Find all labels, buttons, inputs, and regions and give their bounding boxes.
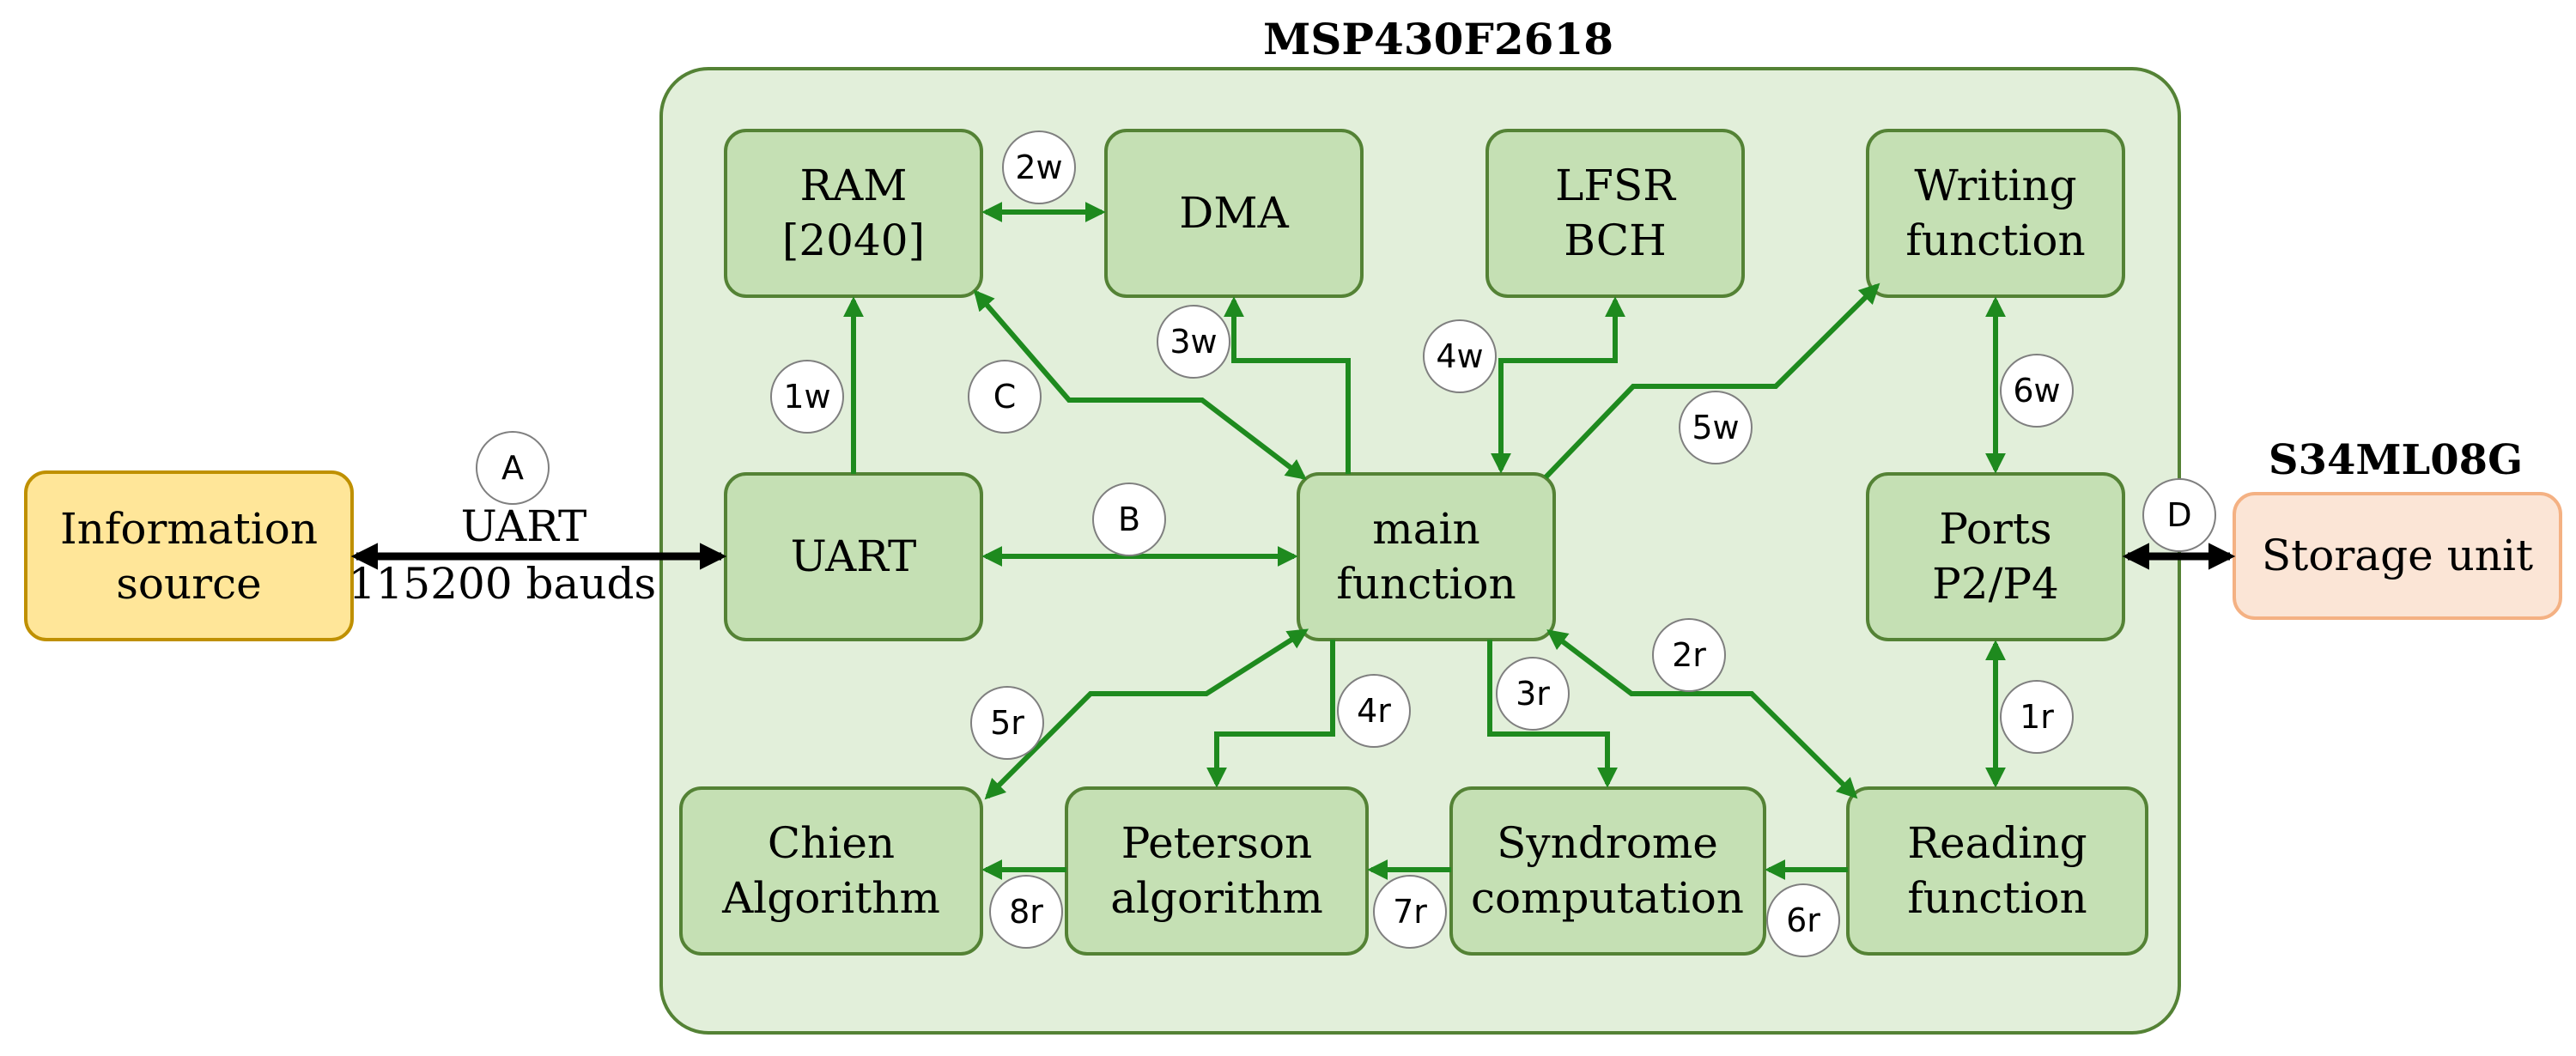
arrow-5r bbox=[984, 628, 1309, 800]
arrow-3r bbox=[1487, 640, 1618, 788]
svg-text:3w: 3w bbox=[1170, 323, 1217, 361]
marker-4w: 4w bbox=[1423, 319, 1497, 393]
svg-text:5w: 5w bbox=[1692, 409, 1739, 446]
marker-7r: 7r bbox=[1373, 875, 1447, 949]
syndrome-computation-label: computation bbox=[1471, 873, 1744, 923]
svg-text:6w: 6w bbox=[2013, 372, 2060, 410]
marker-4r: 4r bbox=[1337, 674, 1411, 748]
chip-title: MSP430F2618 bbox=[1263, 14, 1613, 64]
reading-function-label: Reading bbox=[1907, 818, 2087, 868]
marker-8r: 8r bbox=[989, 875, 1063, 949]
svg-text:B: B bbox=[1118, 501, 1140, 538]
marker-1w: 1w bbox=[770, 360, 844, 434]
syndrome-computation-block: Syndrome computation bbox=[1449, 786, 1766, 956]
syndrome-computation-label: Syndrome bbox=[1497, 818, 1718, 868]
writing-function-block: Writing function bbox=[1866, 129, 2125, 298]
marker-d: D bbox=[2142, 478, 2216, 552]
ports-label: Ports bbox=[1939, 504, 2051, 554]
marker-6w: 6w bbox=[2000, 354, 2074, 428]
svg-text:D: D bbox=[2166, 496, 2191, 534]
information-source-block: Information source bbox=[24, 470, 354, 641]
marker-b: B bbox=[1092, 482, 1166, 556]
arrow-c bbox=[973, 289, 1307, 480]
storage-title: S34ML08G bbox=[2269, 436, 2523, 484]
ports-block: Ports P2/P4 bbox=[1866, 472, 2125, 641]
writing-function-label: Writing bbox=[1914, 161, 2076, 210]
uart-link-label: UART bbox=[461, 501, 587, 551]
arrow-5w bbox=[1543, 282, 1880, 480]
information-source-label: Information bbox=[60, 504, 318, 554]
marker-c: C bbox=[968, 360, 1042, 434]
uart-link-label: 115200 bauds bbox=[349, 559, 656, 609]
svg-text:6r: 6r bbox=[1786, 901, 1820, 939]
lfsr-bch-label: BCH bbox=[1564, 215, 1667, 265]
storage-unit-label: Storage unit bbox=[2262, 531, 2533, 580]
peterson-algorithm-block: Peterson algorithm bbox=[1065, 786, 1369, 956]
svg-text:C: C bbox=[993, 378, 1017, 416]
writing-function-label: function bbox=[1905, 215, 2085, 265]
svg-text:7r: 7r bbox=[1393, 893, 1427, 931]
peterson-algorithm-label: Peterson bbox=[1121, 818, 1313, 868]
uart-block: UART bbox=[724, 472, 983, 641]
chien-algorithm-block: Chien Algorithm bbox=[679, 786, 983, 956]
main-function-label: function bbox=[1336, 559, 1516, 609]
marker-2w: 2w bbox=[1002, 130, 1076, 204]
svg-text:A: A bbox=[501, 449, 524, 487]
ram-block: RAM [2040] bbox=[724, 129, 983, 298]
marker-5r: 5r bbox=[970, 686, 1044, 760]
chien-algorithm-label: Algorithm bbox=[721, 873, 940, 923]
svg-text:8r: 8r bbox=[1009, 893, 1043, 931]
storage-unit-block: Storage unit bbox=[2233, 492, 2562, 620]
dma-block: DMA bbox=[1104, 129, 1364, 298]
chien-algorithm-label: Chien bbox=[768, 818, 895, 868]
uart-label: UART bbox=[791, 531, 917, 581]
ram-label: RAM bbox=[800, 161, 908, 210]
svg-text:5r: 5r bbox=[990, 704, 1024, 742]
svg-text:1w: 1w bbox=[783, 378, 830, 416]
peterson-algorithm-label: algorithm bbox=[1110, 873, 1323, 923]
marker-3w: 3w bbox=[1157, 305, 1230, 379]
dma-label: DMA bbox=[1179, 188, 1289, 238]
marker-6r: 6r bbox=[1766, 883, 1840, 957]
reading-function-block: Reading function bbox=[1846, 786, 2148, 956]
lfsr-bch-label: LFSR bbox=[1555, 161, 1676, 210]
marker-3r: 3r bbox=[1496, 657, 1570, 731]
marker-2r: 2r bbox=[1652, 618, 1726, 692]
marker-a: A bbox=[476, 431, 550, 505]
arrow-3w bbox=[1224, 296, 1351, 474]
marker-5w: 5w bbox=[1679, 391, 1753, 464]
svg-text:4r: 4r bbox=[1357, 692, 1391, 730]
lfsr-bch-block: LFSR BCH bbox=[1485, 129, 1745, 298]
information-source-label: source bbox=[116, 559, 261, 609]
arrow-4w bbox=[1491, 296, 1625, 474]
svg-text:4w: 4w bbox=[1436, 337, 1483, 375]
arrow-2r bbox=[1546, 629, 1858, 799]
svg-text:1r: 1r bbox=[2020, 698, 2054, 736]
reading-function-label: function bbox=[1907, 873, 2087, 923]
main-function-block: main function bbox=[1297, 472, 1556, 641]
ram-label: [2040] bbox=[782, 215, 925, 265]
marker-1r: 1r bbox=[2000, 680, 2074, 754]
ports-label: P2/P4 bbox=[1932, 559, 2059, 609]
main-function-label: main bbox=[1372, 504, 1479, 554]
svg-text:2r: 2r bbox=[1672, 636, 1706, 674]
svg-text:3r: 3r bbox=[1516, 675, 1550, 713]
svg-text:2w: 2w bbox=[1015, 149, 1062, 186]
